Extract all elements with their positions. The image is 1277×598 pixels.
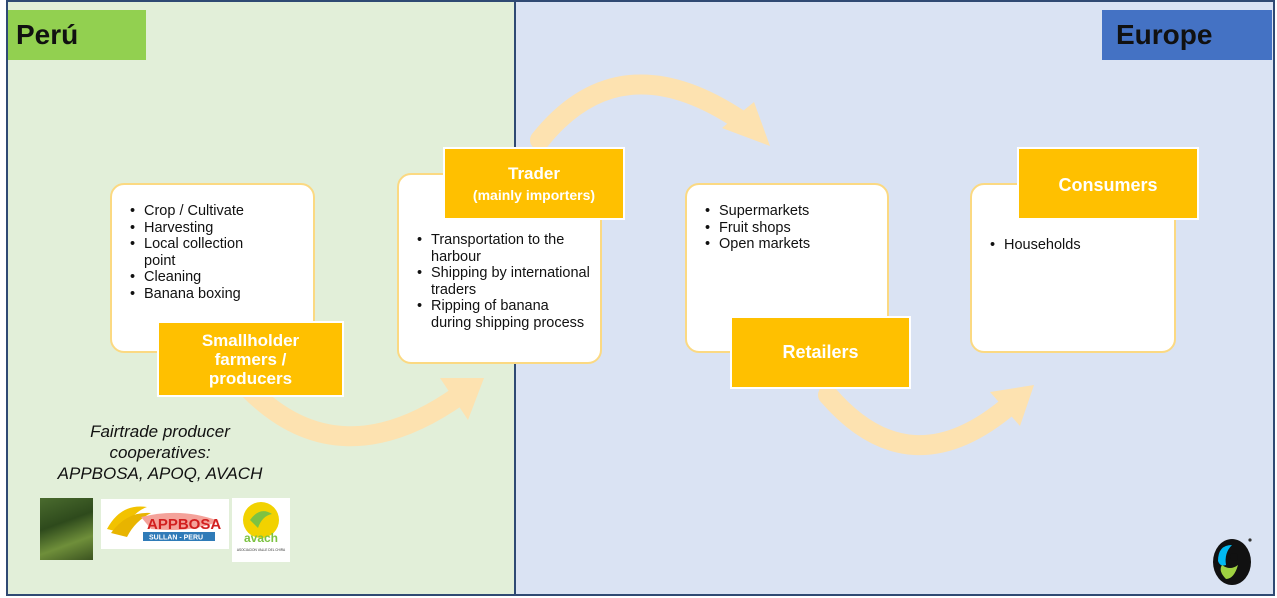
list-item: Shipping by international traders	[417, 265, 601, 298]
appbosa-logo-text: APPBOSA	[147, 516, 221, 533]
avach-logo-text: avach	[244, 531, 278, 545]
cooperatives-names: APPBOSA, APOQ, AVACH	[57, 464, 263, 483]
trader-tag-title: Trader	[508, 163, 560, 183]
list-item: Supermarkets	[705, 203, 810, 220]
arrow-retailers-to-consumers-head	[990, 385, 1034, 426]
list-item: Transportation to the harbour	[417, 232, 581, 265]
appbosa-logo: APPBOSA SULLAN - PERU	[101, 499, 229, 549]
list-item: Harvesting	[130, 220, 274, 237]
list-item: Fruit shops	[705, 220, 810, 237]
list-item: Ripping of banana during shipping proces…	[417, 298, 591, 331]
appbosa-logo-subtext: SULLAN - PERU	[149, 535, 203, 542]
retailers-activities-list: Supermarkets Fruit shops Open markets	[703, 203, 810, 253]
cooperative-photo-image	[40, 498, 93, 560]
retailers-tag: Retailers	[730, 316, 911, 389]
producers-tag: Smallholder farmers / producers	[157, 321, 344, 397]
list-item: Households	[990, 237, 1081, 254]
arrow-retailers-to-consumers	[818, 385, 1020, 455]
list-item: Banana boxing	[130, 286, 274, 303]
arrow-producers-to-trader-head	[440, 378, 484, 420]
arrow-trader-to-retailers-head	[722, 102, 770, 146]
trader-activities-list: Transportation to the harbour Shipping b…	[415, 232, 601, 331]
consumers-tag: Consumers	[1017, 147, 1199, 220]
trader-tag-subtitle: (mainly importers)	[472, 186, 596, 203]
avach-logo: avach ASOCIACION VALLE DEL CHIRA	[232, 498, 290, 562]
producers-tag-line: Smallholder	[201, 330, 300, 350]
cooperatives-line: Fairtrade producer	[90, 422, 230, 441]
arrow-producers-to-trader	[240, 380, 470, 447]
list-item: Local collection point	[130, 236, 274, 269]
cooperatives-caption: Fairtrade producer cooperatives: APPBOSA…	[20, 421, 300, 484]
europe-region-label: Europe	[1102, 10, 1272, 60]
cooperatives-line: cooperatives:	[109, 443, 211, 462]
peru-region-label: Perú	[8, 10, 146, 60]
arrow-trader-to-retailers	[530, 74, 750, 150]
list-item: Cleaning	[130, 269, 274, 286]
consumers-activities-list: Households	[988, 237, 1081, 254]
list-item: Crop / Cultivate	[130, 203, 274, 220]
list-item: Open markets	[705, 236, 810, 253]
producers-activities-list: Crop / Cultivate Harvesting Local collec…	[128, 203, 274, 302]
producers-tag-line: farmers /	[214, 349, 287, 369]
fairtrade-mark-icon	[1213, 538, 1252, 585]
producers-tag-line: producers	[208, 368, 293, 388]
avach-logo-subtext: ASOCIACION VALLE DEL CHIRA	[237, 548, 286, 552]
trader-tag: Trader (mainly importers)	[443, 147, 625, 220]
